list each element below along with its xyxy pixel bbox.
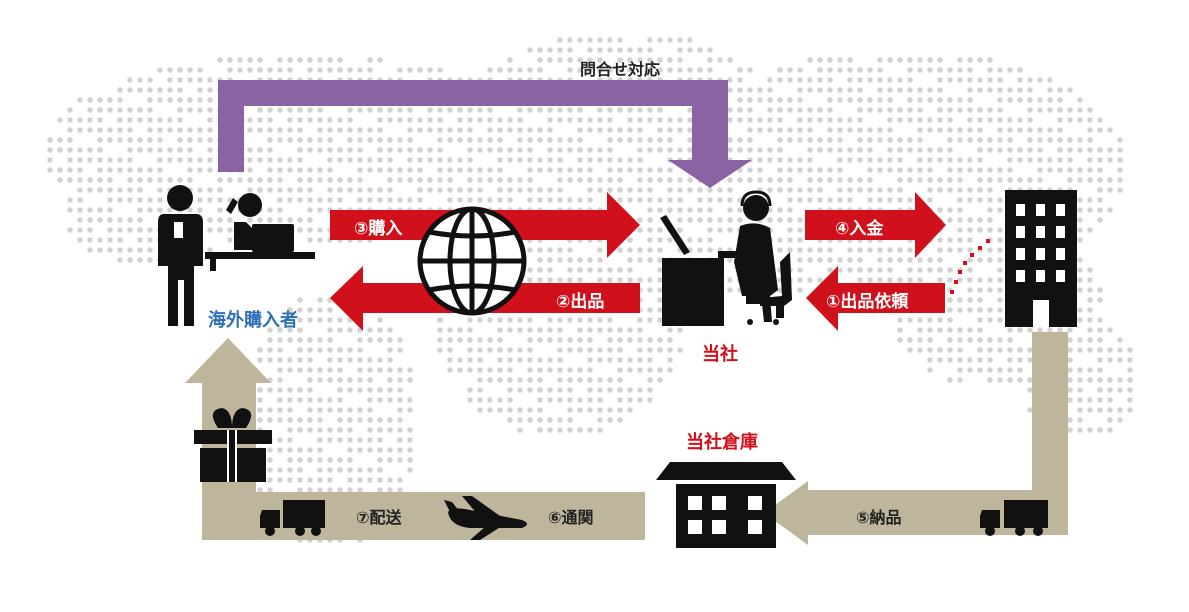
warehouse-building-icon xyxy=(656,462,796,548)
truck-icon xyxy=(260,500,325,536)
airplane-icon xyxy=(444,496,527,540)
warehouse-label: 当社倉庫 xyxy=(686,432,758,453)
listing-request-label: ①出品依頼 xyxy=(826,292,909,312)
gift-box-icon xyxy=(194,408,272,482)
office-building-icon xyxy=(1005,190,1077,327)
globe-icon xyxy=(417,206,527,316)
dotted-connector xyxy=(950,239,990,294)
computer-user-icon xyxy=(205,193,315,271)
delivery-in-label: ⑤納品 xyxy=(856,508,902,527)
inquiry-arrow xyxy=(218,80,752,188)
shipping-label: ⑦配送 xyxy=(356,508,402,527)
company-label: 当社 xyxy=(702,344,738,365)
payment-arrow xyxy=(805,192,946,258)
inquiry-label: 問合せ対応 xyxy=(580,60,661,79)
purchase-label: ③購入 xyxy=(354,219,403,239)
buyer-label: 海外購入者 xyxy=(208,310,298,331)
operator-with-headset-icon xyxy=(660,190,792,326)
delivery-flow-arrow-bottom xyxy=(185,338,645,540)
customs-label: ⑥通関 xyxy=(548,508,594,527)
payment-label: ④入金 xyxy=(835,219,884,239)
person-with-phone-icon xyxy=(158,185,203,326)
listing-label: ②出品 xyxy=(556,292,605,312)
delivery-flow-arrow-right xyxy=(764,332,1068,545)
truck-icon xyxy=(980,500,1048,536)
listing-request-arrow xyxy=(806,266,945,331)
